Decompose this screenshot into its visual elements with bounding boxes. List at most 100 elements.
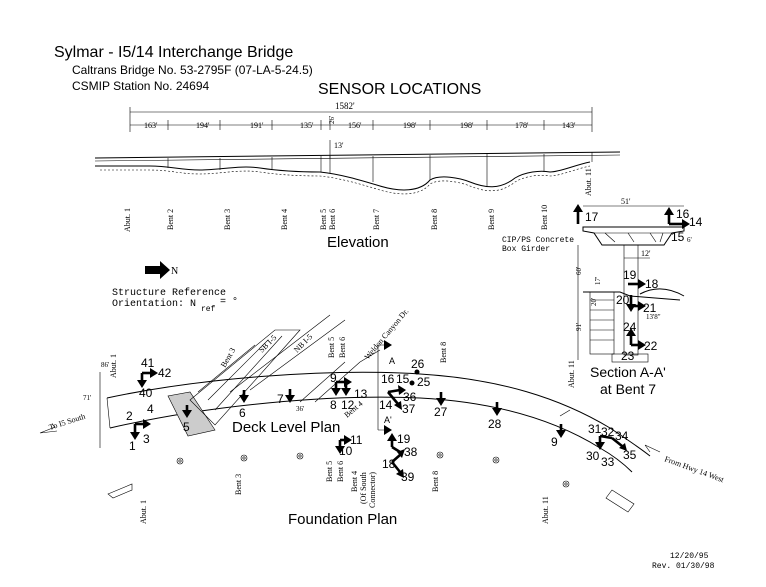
sensor-9-deck: 9 [551,435,558,449]
sensor-22: 22 [644,339,658,353]
bridge-title: Sylmar - I5/14 Interchange Bridge [54,44,293,61]
support-label: Abut. 1 [123,208,132,232]
deck-dim-label: 86' [101,361,109,369]
section-caption: at Bent 7 [600,381,656,397]
deck-label: Bent 5 [327,337,336,358]
section-view: 51' 6' CIP/PS Concrete Box Girder 12' 60… [502,197,703,397]
foundation-label: Abut. 1 [139,500,148,524]
section-dim-label: 60' [575,267,583,275]
sensor-21: 21 [643,301,657,315]
revision-label: Rev. 01/30/98 [652,562,715,571]
sensor-30: 30 [586,449,600,463]
depth-dim-label: 6' [687,236,692,244]
section-dim-label: 20' [590,298,598,306]
orientation-text: Orientation: N [112,298,196,310]
support-label: Bent 7 [372,209,381,230]
sensor-17: 17 [585,210,599,224]
orientation-subscript: ref [201,305,216,314]
sensor-6: 6 [239,406,246,420]
header: Sylmar - I5/14 Interchange Bridge Caltra… [54,44,481,98]
sensor-28: 28 [488,417,502,431]
sensor-1: 1 [129,439,136,453]
span-label: 198' [403,121,417,130]
sensor-14: 14 [689,215,703,229]
foundation-label: Bent 5 [325,461,334,482]
deck-label: From Hwy 14 West [663,454,726,484]
sensor-12: 12 [341,398,355,412]
foundation-label: (Of South [359,472,368,504]
sensor-27: 27 [434,405,448,419]
sensor-24: 24 [623,320,637,334]
foundation-label: Bent 6 [336,461,345,482]
section-dim-label: 13'8" [646,313,661,321]
foundation-label: Bent 4 [350,471,359,492]
foundation-label: Connector) [368,472,377,508]
sensor-10: 10 [339,444,353,458]
deck-label: Abut. 11 [567,360,576,388]
sensor-4: 4 [147,402,154,416]
span-label: 26' [328,116,336,124]
sensor-8: 8 [330,398,337,412]
deck-label: Bent 3 [219,346,237,369]
sensor-15-deck: 15 [396,372,410,386]
deck-dim-label: 71' [83,394,91,402]
sensor-9: 9 [330,371,337,385]
sensor-37: 37 [402,402,416,416]
span-label: 143' [562,121,576,130]
sensor-41: 41 [141,356,155,370]
section-cut-a: A [389,356,395,366]
support-label: Bent 5 [319,209,328,230]
support-label: Bent 6 [328,209,337,230]
sensor-13: 13 [354,387,368,401]
sensor-3: 3 [143,432,150,446]
deck-label: Weldon Canyon Dr. [363,307,411,361]
sensor-11: 11 [350,433,363,447]
sensor-40: 40 [139,386,153,400]
sensor-35: 35 [623,448,637,462]
section-dim-label: 17' [594,277,602,285]
span-label: 163' [144,121,158,130]
sensor-20: 20 [616,293,630,307]
footer: 12/20/95 Rev. 01/30/98 [652,552,715,571]
foundation-label: Bent 3 [234,474,243,495]
sensor-25: 25 [417,375,431,389]
sensor-42: 42 [158,366,172,380]
deck-label: Bent 8 [439,342,448,363]
girder-label: Box Girder [502,245,550,254]
deck-label: To I5 South [48,412,87,432]
sensor-33: 33 [601,455,615,469]
deck-plan-caption: Deck Level Plan [232,419,340,436]
sensor-19-foundation: 19 [397,432,411,446]
north-arrow-icon [145,261,170,279]
width-dim-label: 51' [621,197,631,206]
support-label: Bent 4 [280,209,289,230]
sensor-26: 26 [411,357,425,371]
sensor-15: 15 [671,230,685,244]
foundation-plan-caption: Foundation Plan [288,511,397,528]
deck-label: Abut. 1 [109,354,118,378]
sensor-18-foundation: 18 [382,457,396,471]
deck-dim-label: 36' [296,405,304,413]
sensor-7: 7 [277,392,284,406]
section-dim-label: 91' [575,323,583,331]
sensor-18: 18 [645,277,659,291]
sensor-19: 19 [623,268,637,282]
section-cut-a-prime: A' [384,415,392,425]
sensor-23: 23 [621,349,635,363]
north-label: N [171,266,178,277]
support-label: Abut. 11 [584,168,593,196]
support-label: Bent 10 [540,205,549,230]
span-label: 156' [348,121,362,130]
sensor-34: 34 [615,429,629,443]
station-number: CSMIP Station No. 24694 [72,79,210,93]
span-label: 198' [460,121,474,130]
sensor-5: 5 [183,420,190,434]
span-label: 191' [250,121,264,130]
span-label: 178' [515,121,529,130]
total-span-label: 1582' [335,101,355,111]
span-label: 194' [196,121,210,130]
sensor-38: 38 [404,445,418,459]
sensor-16-deck: 16 [381,372,395,386]
sensor-36: 36 [403,390,417,404]
